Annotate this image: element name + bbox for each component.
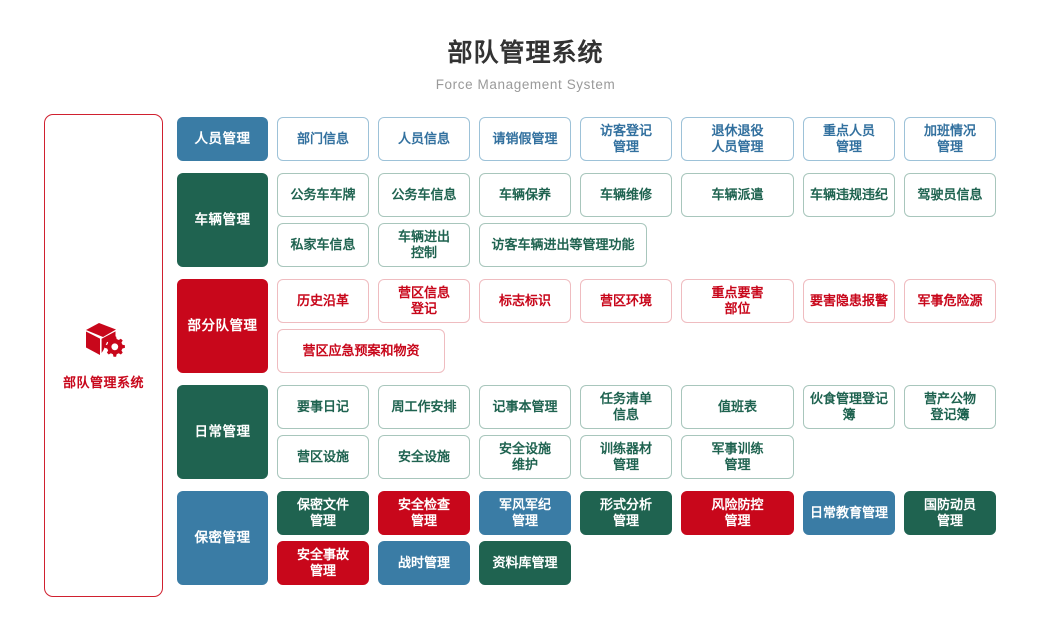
tile-key-critical-areas[interactable]: 重点要害 部位 bbox=[681, 279, 794, 323]
tile-safety-facility-upkeep[interactable]: 安全设施 维护 bbox=[479, 435, 571, 479]
page-title: 部队管理系统 bbox=[447, 39, 604, 67]
group-personnel: 人员管理 部门信息 人员信息 请销假管理 访客登记 管理 退休退役 人员管理 重… bbox=[177, 114, 1051, 164]
box-gear-icon bbox=[83, 320, 125, 365]
tile-mess-register[interactable]: 伙食管理登记簿 bbox=[803, 385, 895, 429]
tile-retired-personnel[interactable]: 退休退役 人员管理 bbox=[681, 117, 794, 161]
group-items-vehicle: 公务车车牌 公务车信息 车辆保养 车辆维修 车辆派遣 车辆违规违纪 驾驶员信息 … bbox=[277, 170, 1051, 270]
group-header-personnel[interactable]: 人员管理 bbox=[177, 117, 268, 161]
tile-vehicle-maintenance[interactable]: 车辆保养 bbox=[479, 173, 571, 217]
tile-camp-environment[interactable]: 营区环境 bbox=[580, 279, 672, 323]
tile-official-plate[interactable]: 公务车车牌 bbox=[277, 173, 369, 217]
tile-key-personnel[interactable]: 重点人员 管理 bbox=[803, 117, 895, 161]
tile-private-vehicle-info[interactable]: 私家车信息 bbox=[277, 223, 369, 267]
tile-leave-management[interactable]: 请销假管理 bbox=[479, 117, 571, 161]
tile-notebook-management[interactable]: 记事本管理 bbox=[479, 385, 571, 429]
tile-database-management[interactable]: 资料库管理 bbox=[479, 541, 571, 585]
tile-safety-accident[interactable]: 安全事故 管理 bbox=[277, 541, 369, 585]
brand-label: 部队管理系统 bbox=[62, 375, 144, 390]
group-header-confidentiality[interactable]: 保密管理 bbox=[177, 491, 268, 585]
group-header-unit[interactable]: 部分队管理 bbox=[177, 279, 268, 373]
tile-wartime-management[interactable]: 战时管理 bbox=[378, 541, 470, 585]
tile-national-defense-mobilization[interactable]: 国防动员 管理 bbox=[904, 491, 996, 535]
tile-military-hazard-source[interactable]: 军事危险源 bbox=[904, 279, 996, 323]
tile-signage[interactable]: 标志标识 bbox=[479, 279, 571, 323]
group-unit: 部分队管理 历史沿革 营区信息 登记 标志标识 营区环境 重点要害 部位 要害隐… bbox=[177, 276, 1051, 376]
group-header-vehicle[interactable]: 车辆管理 bbox=[177, 173, 268, 267]
group-vehicle: 车辆管理 公务车车牌 公务车信息 车辆保养 车辆维修 车辆派遣 车辆违规违纪 驾… bbox=[177, 170, 1051, 270]
tile-camp-facilities[interactable]: 营区设施 bbox=[277, 435, 369, 479]
tile-overtime-management[interactable]: 加班情况 管理 bbox=[904, 117, 996, 161]
page-subtitle: Force Management System bbox=[435, 77, 616, 92]
tile-training-equipment[interactable]: 训练器材 管理 bbox=[580, 435, 672, 479]
tile-history[interactable]: 历史沿革 bbox=[277, 279, 369, 323]
tile-vehicle-access-control[interactable]: 车辆进出 控制 bbox=[378, 223, 470, 267]
tile-weekly-schedule[interactable]: 周工作安排 bbox=[378, 385, 470, 429]
tile-personnel-info[interactable]: 人员信息 bbox=[378, 117, 470, 161]
group-header-daily[interactable]: 日常管理 bbox=[177, 385, 268, 479]
brand-panel[interactable]: 部队管理系统 bbox=[44, 114, 163, 597]
tile-hazard-alarm[interactable]: 要害隐患报警 bbox=[803, 279, 895, 323]
tile-official-vehicle-info[interactable]: 公务车信息 bbox=[378, 173, 470, 217]
board: 部队管理系统 人员管理 部门信息 人员信息 请销假管理 访客登记 管理 退休退役… bbox=[0, 92, 1051, 597]
tile-safety-facilities[interactable]: 安全设施 bbox=[378, 435, 470, 479]
tile-discipline-management[interactable]: 军风军纪 管理 bbox=[479, 491, 571, 535]
tile-risk-prevention[interactable]: 风险防控 管理 bbox=[681, 491, 794, 535]
group-items-personnel: 部门信息 人员信息 请销假管理 访客登记 管理 退休退役 人员管理 重点人员 管… bbox=[277, 114, 1051, 164]
tile-situation-analysis[interactable]: 形式分析 管理 bbox=[580, 491, 672, 535]
tile-department-info[interactable]: 部门信息 bbox=[277, 117, 369, 161]
tile-task-list-info[interactable]: 任务清单 信息 bbox=[580, 385, 672, 429]
group-items-unit: 历史沿革 营区信息 登记 标志标识 营区环境 重点要害 部位 要害隐患报警 军事… bbox=[277, 276, 1051, 376]
tile-camp-info-registration[interactable]: 营区信息 登记 bbox=[378, 279, 470, 323]
tile-military-training[interactable]: 军事训练 管理 bbox=[681, 435, 794, 479]
group-confidentiality: 保密管理 保密文件 管理 安全检查 管理 军风军纪 管理 形式分析 管理 风险防… bbox=[177, 488, 1051, 588]
tile-classified-documents[interactable]: 保密文件 管理 bbox=[277, 491, 369, 535]
tile-duty-roster[interactable]: 值班表 bbox=[681, 385, 794, 429]
tile-visitor-registration[interactable]: 访客登记 管理 bbox=[580, 117, 672, 161]
tile-visitor-vehicle-access[interactable]: 访客车辆进出等管理功能 bbox=[479, 223, 647, 267]
group-daily: 日常管理 要事日记 周工作安排 记事本管理 任务清单 信息 值班表 伙食管理登记… bbox=[177, 382, 1051, 482]
module-groups: 人员管理 部门信息 人员信息 请销假管理 访客登记 管理 退休退役 人员管理 重… bbox=[177, 114, 1051, 588]
tile-vehicle-dispatch[interactable]: 车辆派遣 bbox=[681, 173, 794, 217]
tile-vehicle-repair[interactable]: 车辆维修 bbox=[580, 173, 672, 217]
tile-safety-inspection[interactable]: 安全检查 管理 bbox=[378, 491, 470, 535]
tile-important-diary[interactable]: 要事日记 bbox=[277, 385, 369, 429]
page-header: 部队管理系统 Force Management System bbox=[0, 0, 1051, 92]
tile-driver-info[interactable]: 驾驶员信息 bbox=[904, 173, 996, 217]
group-items-daily: 要事日记 周工作安排 记事本管理 任务清单 信息 值班表 伙食管理登记簿 营产公… bbox=[277, 382, 1051, 482]
tile-camp-property-register[interactable]: 营产公物 登记簿 bbox=[904, 385, 996, 429]
group-items-confidentiality: 保密文件 管理 安全检查 管理 军风军纪 管理 形式分析 管理 风险防控 管理 … bbox=[277, 488, 1051, 588]
tile-daily-education[interactable]: 日常教育管理 bbox=[803, 491, 895, 535]
tile-vehicle-violation[interactable]: 车辆违规违纪 bbox=[803, 173, 895, 217]
tile-emergency-plan-supplies[interactable]: 营区应急预案和物资 bbox=[277, 329, 445, 373]
